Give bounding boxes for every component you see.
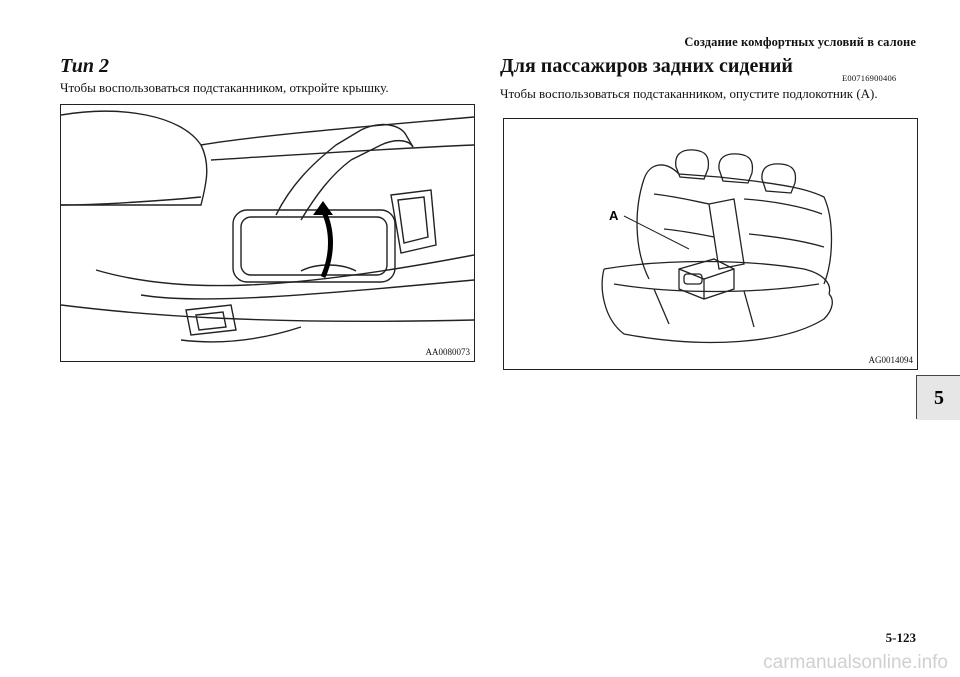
right-heading: Для пассажиров задних сидений bbox=[500, 55, 793, 77]
console-drawing bbox=[61, 110, 474, 343]
section-header: Создание комфортных условий в салоне bbox=[684, 35, 916, 49]
right-figure-code: AG0014094 bbox=[868, 355, 914, 365]
chapter-number: 5 bbox=[917, 376, 960, 420]
right-instruction-text: Чтобы воспользоваться подстаканником, оп… bbox=[500, 86, 878, 101]
armrest-label: A bbox=[609, 208, 619, 223]
page-number: 5-123 bbox=[885, 630, 916, 645]
left-figure-code: AA0080073 bbox=[425, 347, 471, 357]
cupholder-lid-illustration: AA0080073 bbox=[60, 104, 475, 362]
rear-seat-drawing: A bbox=[601, 149, 833, 344]
left-instruction-text: Чтобы воспользоваться подстаканником, от… bbox=[60, 80, 389, 95]
watermark: carmanualsonline.info bbox=[763, 652, 948, 673]
left-heading: Тип 2 bbox=[60, 55, 109, 77]
chapter-tab: 5 bbox=[916, 375, 960, 420]
rear-seat-armrest-illustration: A AG0014094 bbox=[503, 118, 918, 370]
reference-code: E00716900406 bbox=[842, 73, 897, 83]
